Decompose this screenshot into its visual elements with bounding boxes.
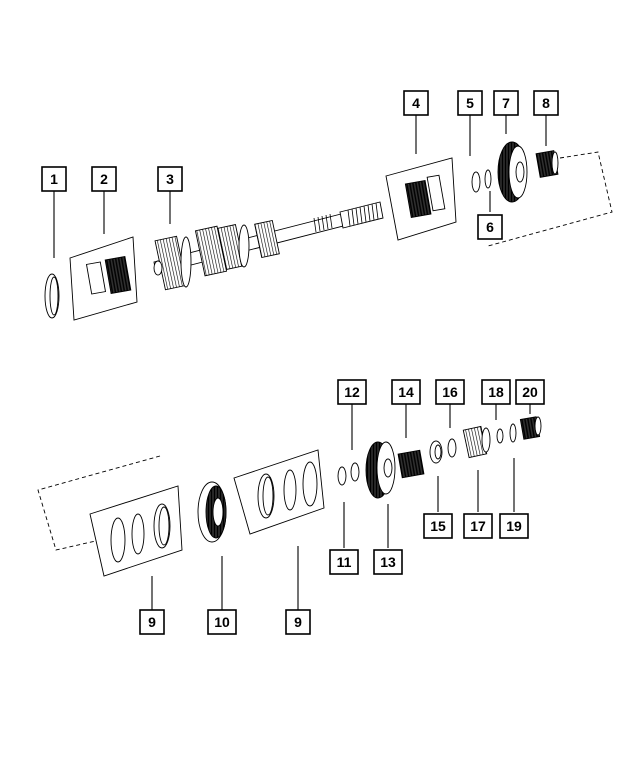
svg-text:9: 9	[294, 614, 302, 630]
svg-text:12: 12	[344, 384, 360, 400]
part-synchronizer-9-right	[233, 449, 325, 535]
callout-12: 12	[337, 379, 367, 405]
svg-text:15: 15	[430, 518, 446, 534]
callout-5: 5	[457, 90, 483, 116]
callout-14: 14	[391, 379, 421, 405]
part-bearing-20	[519, 416, 542, 440]
callout-1: 1	[41, 166, 67, 192]
part-ring-5-6	[471, 169, 492, 193]
callout-19: 19	[499, 513, 529, 539]
part-gear-7	[497, 141, 528, 203]
svg-text:2: 2	[100, 171, 108, 187]
callout-16: 16	[435, 379, 465, 405]
leader-lines	[53, 115, 547, 610]
callout-15: 15	[423, 513, 453, 539]
svg-text:19: 19	[506, 518, 522, 534]
callout-9-left: 9	[139, 609, 165, 635]
part-needle-bearing-8	[535, 150, 559, 178]
svg-text:6: 6	[486, 219, 494, 235]
part-gear-17	[462, 425, 491, 459]
part-bearing-2-frame	[69, 236, 138, 321]
callout-20: 20	[515, 379, 545, 405]
callout-17: 17	[463, 513, 493, 539]
dashed-connector-bottom	[37, 455, 161, 551]
svg-text:13: 13	[380, 554, 396, 570]
part-synchronizer-9-left	[89, 485, 183, 577]
callout-13: 13	[373, 549, 403, 575]
part-rings-18-19	[496, 423, 517, 444]
svg-text:11: 11	[337, 554, 352, 570]
svg-text:7: 7	[502, 95, 510, 111]
svg-text:3: 3	[166, 171, 174, 187]
svg-text:1: 1	[50, 171, 58, 187]
svg-text:8: 8	[542, 95, 550, 111]
svg-text:14: 14	[398, 384, 414, 400]
svg-text:5: 5	[466, 95, 474, 111]
part-needle-bearing-14	[397, 449, 425, 479]
svg-text:20: 20	[522, 384, 538, 400]
callout-9-right: 9	[285, 609, 311, 635]
part-sync-hub-10	[197, 481, 227, 543]
callout-3: 3	[157, 166, 183, 192]
callout-2: 2	[91, 166, 117, 192]
svg-text:4: 4	[412, 95, 420, 111]
part-gear-13	[365, 441, 396, 499]
part-snap-ring-1	[44, 273, 60, 319]
callout-10: 10	[207, 609, 237, 635]
callout-11: 11	[329, 549, 359, 575]
svg-text:18: 18	[488, 384, 504, 400]
callout-7: 7	[493, 90, 519, 116]
callout-8: 8	[533, 90, 559, 116]
part-bearing-4-frame	[385, 157, 457, 241]
callout-4: 4	[403, 90, 429, 116]
part-mainshaft-3	[153, 201, 384, 291]
dashed-connector-top	[487, 151, 613, 247]
svg-text:9: 9	[148, 614, 156, 630]
callout-6: 6	[477, 214, 503, 240]
part-washer-15-16	[429, 438, 457, 464]
svg-text:16: 16	[442, 384, 458, 400]
part-rings-11-12	[337, 462, 360, 486]
svg-text:17: 17	[470, 518, 486, 534]
callout-18: 18	[481, 379, 511, 405]
svg-text:10: 10	[214, 614, 230, 630]
